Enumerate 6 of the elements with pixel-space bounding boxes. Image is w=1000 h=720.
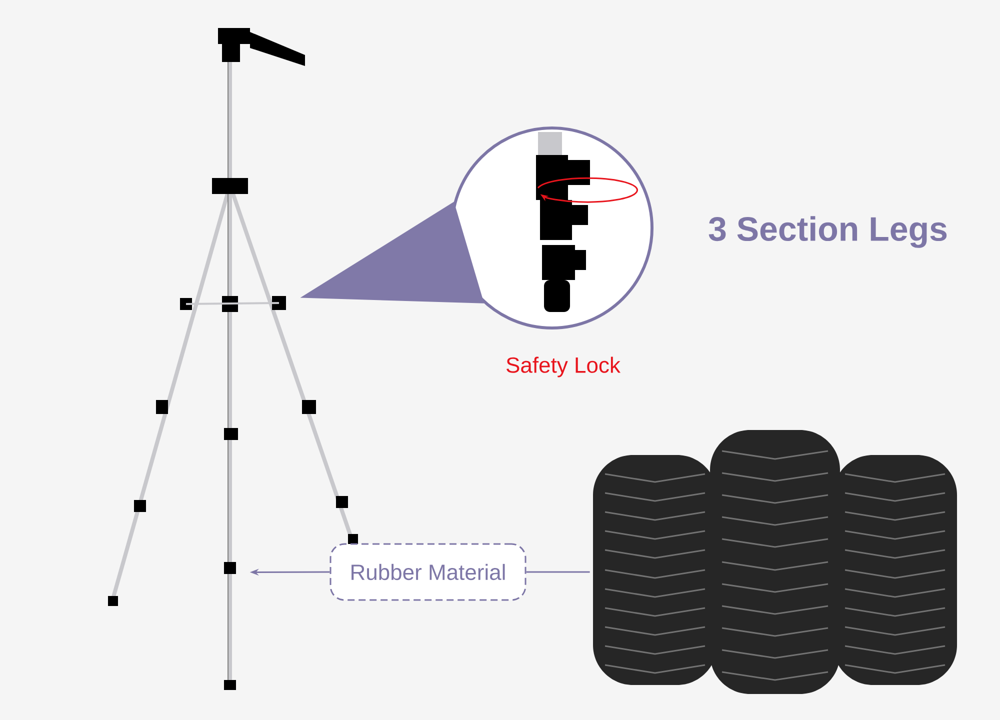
callout-box: Rubber Material <box>330 543 526 601</box>
node-label: Safety Lock <box>506 356 620 378</box>
magnifier-wedge <box>300 202 484 304</box>
tires-drawing <box>593 430 958 694</box>
leader-line <box>526 571 590 573</box>
heading: 3 Section Legs <box>708 216 947 248</box>
